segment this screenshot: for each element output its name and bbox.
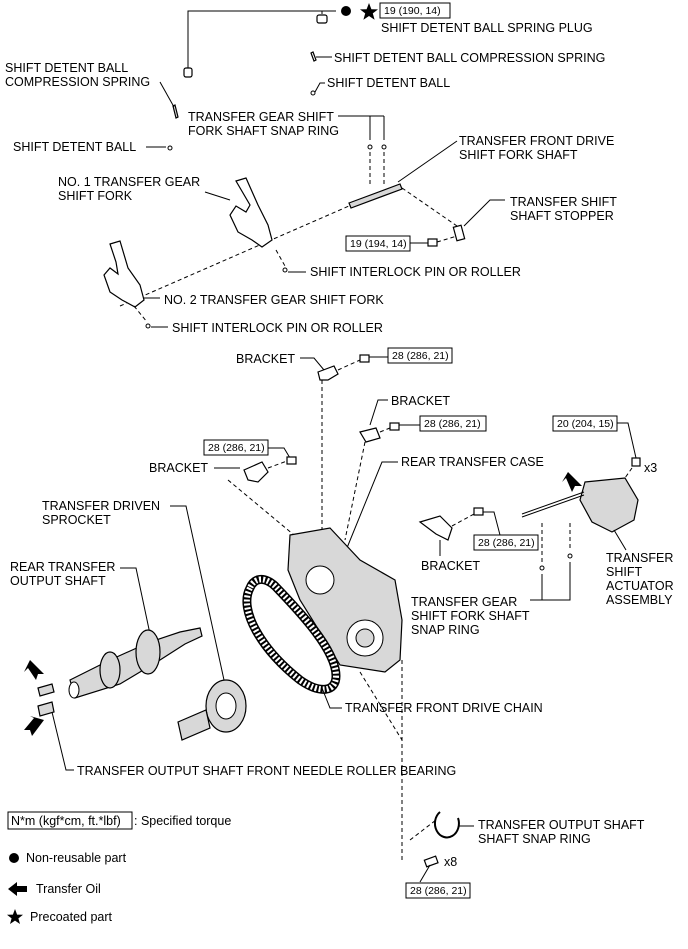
bracket-top-part (317, 365, 339, 381)
actuator-bolt (631, 457, 641, 467)
label-snap-ring-lower-1: TRANSFER GEAR (411, 595, 517, 609)
label-interlock-pin-1: SHIFT INTERLOCK PIN OR ROLLER (310, 265, 521, 279)
label-driven-sprocket-2: SPROCKET (42, 513, 111, 527)
torque-box-bracket-top (387, 347, 453, 364)
label-actuator-4: ASSEMBLY (606, 593, 673, 607)
label-front-drive-chain: TRANSFER FRONT DRIVE CHAIN (345, 701, 543, 715)
bracket-mid-bolt (389, 422, 400, 431)
label-bracket-right: BRACKET (421, 559, 480, 573)
torque-plug: 19 (190, 14) (384, 5, 441, 17)
torque-actuator: 20 (204, 15) (557, 418, 614, 430)
label-compression-spring-top: SHIFT DETENT BALL COMPRESSION SPRING (334, 51, 605, 65)
spring-plug-part (316, 14, 328, 24)
filled-circle-icon (341, 6, 351, 16)
filled-circle-icon (9, 853, 19, 863)
torque-bracket-top: 28 (286, 21) (392, 350, 449, 362)
legend-torque-box (7, 811, 133, 830)
bracket-left-bolt (286, 456, 297, 465)
label-interlock-pin-2: SHIFT INTERLOCK PIN OR ROLLER (172, 321, 383, 335)
torque-box-bracket-right (473, 534, 539, 551)
label-rear-case: REAR TRANSFER CASE (401, 455, 544, 469)
label-snap-ring-lower-2: SHIFT FORK SHAFT (411, 609, 530, 623)
bracket-left-part (243, 461, 269, 483)
label-shaft-stopper-1: TRANSFER SHIFT (510, 195, 617, 209)
label-front-fork-shaft-2: SHIFT FORK SHAFT (459, 148, 578, 162)
bracket-top-bolt (359, 354, 370, 363)
bracket-mid-part (359, 427, 381, 443)
torque-bracket-mid: 28 (286, 21) (424, 418, 481, 430)
legend-torque-text: : Specified torque (134, 814, 231, 828)
torque-stopper-bolt: 19 (194, 14) (350, 238, 407, 250)
torque-box-bracket-mid (419, 415, 487, 432)
torque-bracket-left: 28 (286, 21) (208, 442, 265, 454)
qty-case-bolts: x8 (444, 855, 457, 869)
label-fork-snap-ring-1: TRANSFER GEAR SHIFT (188, 110, 334, 124)
label-no2-fork: NO. 2 TRANSFER GEAR SHIFT FORK (164, 293, 384, 307)
torque-case-bolts: 28 (286, 21) (410, 885, 467, 897)
label-shaft-stopper-2: SHAFT STOPPER (510, 209, 614, 223)
qty-actuator-bolts: x3 (644, 461, 657, 475)
label-no1-fork-2: SHIFT FORK (58, 189, 133, 203)
interlock-pin-part-1 (282, 267, 288, 273)
legend-transfer-oil: Transfer Oil (36, 882, 101, 896)
label-actuator-2: SHIFT (606, 565, 642, 579)
label-snap-ring-lower-3: SNAP RING (411, 623, 480, 637)
rear-output-shaft-part (69, 627, 203, 699)
case-bolt-part (423, 855, 439, 868)
detent-ball-part (310, 90, 316, 96)
shift-actuator-part (579, 477, 639, 533)
legend-precoated: Precoated part (30, 910, 113, 924)
no2-shift-fork-part (103, 240, 145, 308)
star-icon (360, 3, 378, 20)
label-needle-bearing: TRANSFER OUTPUT SHAFT FRONT NEEDLE ROLLE… (77, 764, 456, 778)
leader-line (321, 10, 336, 14)
compression-spring-part (310, 51, 317, 62)
label-bracket-left: BRACKET (149, 461, 208, 475)
torque-box-case-bolts (405, 882, 471, 899)
label-rear-output-shaft-2: OUTPUT SHAFT (10, 574, 106, 588)
label-front-fork-shaft-1: TRANSFER FRONT DRIVE (459, 134, 614, 148)
label-output-snap-ring-2: SHAFT SNAP RING (478, 832, 591, 846)
oil-arrow-icon (24, 716, 44, 736)
label-actuator-3: ACTUATOR (606, 579, 674, 593)
leader-line (187, 10, 322, 68)
label-detent-ball-top: SHIFT DETENT BALL (327, 76, 450, 90)
label-bracket-top: BRACKET (236, 352, 295, 366)
interlock-pin-part-2 (145, 323, 151, 329)
label-fork-snap-ring-2: FORK SHAFT SNAP RING (188, 124, 339, 138)
torque-box-plug (379, 2, 451, 19)
label-compression-spring-left-1: SHIFT DETENT BALL (5, 61, 128, 75)
label-compression-spring-left-2: COMPRESSION SPRING (5, 75, 150, 89)
spring-plug-part-2 (183, 67, 193, 78)
oil-arrow-icon (562, 472, 582, 492)
torque-bracket-right: 28 (286, 21) (478, 537, 535, 549)
label-driven-sprocket-1: TRANSFER DRIVEN (42, 499, 160, 513)
bracket-right-bolt (473, 507, 484, 516)
front-fork-shaft-part (348, 183, 403, 209)
label-no1-fork-1: NO. 1 TRANSFER GEAR (58, 175, 200, 189)
star-icon (7, 909, 23, 924)
stopper-bolt-part (427, 238, 438, 247)
label-actuator-1: TRANSFER (606, 551, 673, 565)
detent-ball-left-part (167, 145, 173, 151)
needle-bearing-part-2 (37, 701, 55, 717)
compression-spring-left-part (172, 104, 179, 119)
shaft-stopper-part (452, 224, 466, 242)
no1-shift-fork-part (229, 177, 273, 248)
legend-torque-box-text: N*m (kgf*cm, ft.*lbf) (11, 814, 121, 828)
needle-bearing-part-1 (37, 683, 55, 697)
rear-transfer-case-part (287, 527, 403, 673)
label-spring-plug: SHIFT DETENT BALL SPRING PLUG (381, 21, 593, 35)
bracket-right-part (418, 515, 453, 541)
legend-non-reusable: Non-reusable part (26, 851, 127, 865)
label-rear-output-shaft-1: REAR TRANSFER (10, 560, 115, 574)
oil-arrow-icon (8, 882, 27, 896)
oil-arrow-icon (24, 660, 44, 680)
output-snap-ring-part (433, 811, 460, 839)
label-bracket-mid: BRACKET (391, 394, 450, 408)
label-output-snap-ring-1: TRANSFER OUTPUT SHAFT (478, 818, 645, 832)
label-detent-ball-left: SHIFT DETENT BALL (13, 140, 136, 154)
